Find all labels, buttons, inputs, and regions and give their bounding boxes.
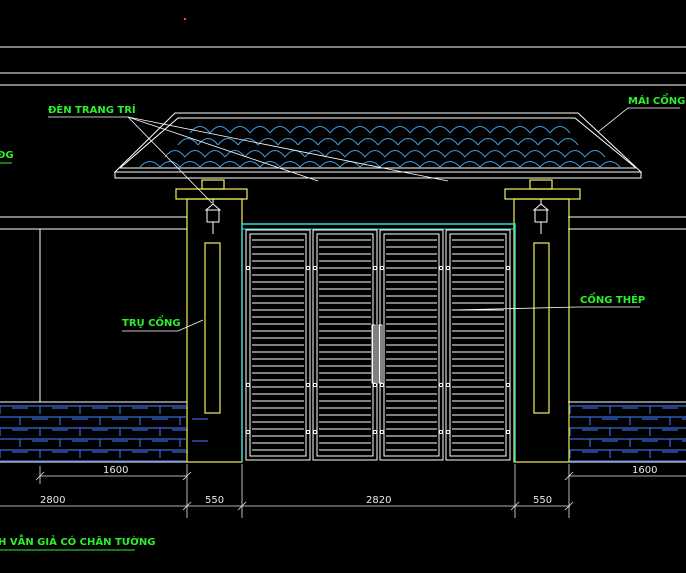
dim-col-left: 550 — [205, 495, 224, 506]
gate-leaf — [445, 229, 511, 461]
brick-wall-base-right — [569, 405, 686, 462]
label-gate-roof: MÁI CỔNG — [628, 92, 685, 107]
lamp-icon — [532, 199, 550, 234]
dimension-lines — [0, 464, 686, 518]
roof-tile-row — [164, 150, 606, 158]
label-steel-gate: CỔNG THÉP — [580, 291, 645, 306]
roof-tile-row — [189, 126, 571, 134]
leader-lines — [48, 107, 680, 332]
brick-wall-base-left — [0, 405, 208, 462]
gate-leaf — [245, 229, 311, 461]
label-decor-light: ĐÈN TRANG TRÍ — [48, 103, 136, 116]
gate-leaf — [379, 229, 444, 461]
label-edge-left: ĐG — [0, 150, 14, 161]
side-walls — [0, 216, 686, 463]
roof-tiles — [139, 126, 621, 168]
gate-leaf — [312, 229, 378, 461]
dim-wall-right: 1600 — [632, 465, 657, 476]
gate-leaves — [245, 229, 511, 461]
bottom-caption: H VẪN GIẢ CÓ CHÂN TƯỜNG — [0, 533, 155, 548]
lamp-icon — [204, 199, 222, 234]
steel-gate — [241, 223, 516, 462]
dim-col-right: 550 — [533, 495, 552, 506]
gate-roof — [113, 112, 643, 179]
dim-wall-left: 1600 — [103, 465, 128, 476]
dim-gate: 2820 — [366, 495, 391, 506]
dim-left-total: 2800 — [40, 495, 65, 506]
upper-wall-lines — [0, 18, 686, 86]
gate-handles — [371, 324, 383, 384]
roof-tile-row — [177, 138, 579, 146]
label-column: TRỤ CỔNG — [122, 314, 181, 329]
